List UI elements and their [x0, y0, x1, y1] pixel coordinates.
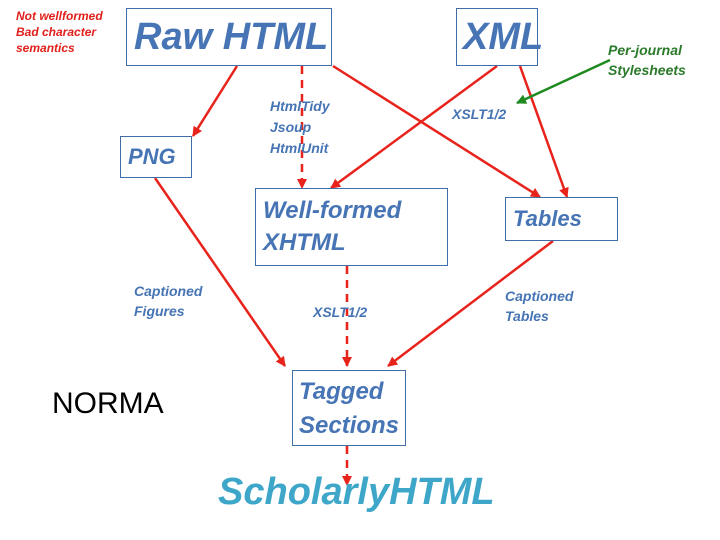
arrow-xml-wellformed — [330, 64, 498, 190]
arrow-rawhtml-tables — [332, 64, 541, 199]
captioned-figures-label: Captioned Figures — [134, 281, 202, 321]
arrow-stylesheets-xslt — [516, 58, 611, 105]
wellformed-label-line2: XHTML — [263, 229, 346, 256]
captioned-tables-label: Captioned Tables — [505, 286, 573, 326]
arrow-png-tagged — [153, 177, 287, 367]
norma-label: NORMA — [52, 387, 164, 420]
wellformed-xhtml-box: Well-formed XHTML — [255, 188, 448, 266]
tables-label: Tables — [513, 206, 582, 231]
tagged-label-line1: Tagged — [299, 378, 384, 405]
arrow-tables-tagged — [387, 240, 554, 367]
captioned-tables-line2: Tables — [505, 308, 549, 324]
xslt-mid-label: XSLT1/2 — [313, 304, 368, 320]
raw-html-label: Raw HTML — [134, 16, 329, 58]
tagged-sections-box: Tagged Sections — [292, 370, 406, 446]
captioned-tables-line1: Captioned — [505, 288, 574, 304]
tool-htmlunit: HtmlUnit — [270, 140, 329, 156]
xml-box: XML — [456, 8, 543, 66]
tagged-label-line2: Sections — [299, 412, 400, 439]
png-label: PNG — [128, 144, 176, 169]
arrow-rawhtml-png — [191, 65, 239, 137]
tools-label: HtmlTidy Jsoup HtmlUnit — [270, 96, 330, 159]
per-journal-stylesheets-label: Per-journal Stylesheets — [608, 40, 686, 80]
xml-label: XML — [463, 16, 544, 58]
captioned-figures-line1: Captioned — [134, 283, 203, 299]
per-journal-line2: Stylesheets — [608, 62, 686, 78]
png-box: PNG — [120, 136, 192, 178]
tool-jsoup: Jsoup — [270, 119, 312, 135]
not-wellformed-note: Not wellformed Bad character semantics — [16, 8, 103, 56]
note-line-1: Not wellformed — [16, 9, 103, 23]
xslt-top-label: XSLT1/2 — [452, 106, 507, 122]
per-journal-line1: Per-journal — [608, 42, 682, 58]
wellformed-label-line1: Well-formed — [263, 197, 402, 224]
captioned-figures-line2: Figures — [134, 303, 185, 319]
tables-box: Tables — [505, 197, 618, 241]
arrow-xml-tables — [518, 65, 569, 198]
tool-htmltidy: HtmlTidy — [270, 98, 330, 114]
raw-html-box: Raw HTML — [126, 8, 332, 66]
note-line-2: Bad character — [16, 25, 97, 39]
note-line-3: semantics — [16, 41, 75, 55]
scholarly-html-title: ScholarlyHTML — [218, 471, 495, 513]
